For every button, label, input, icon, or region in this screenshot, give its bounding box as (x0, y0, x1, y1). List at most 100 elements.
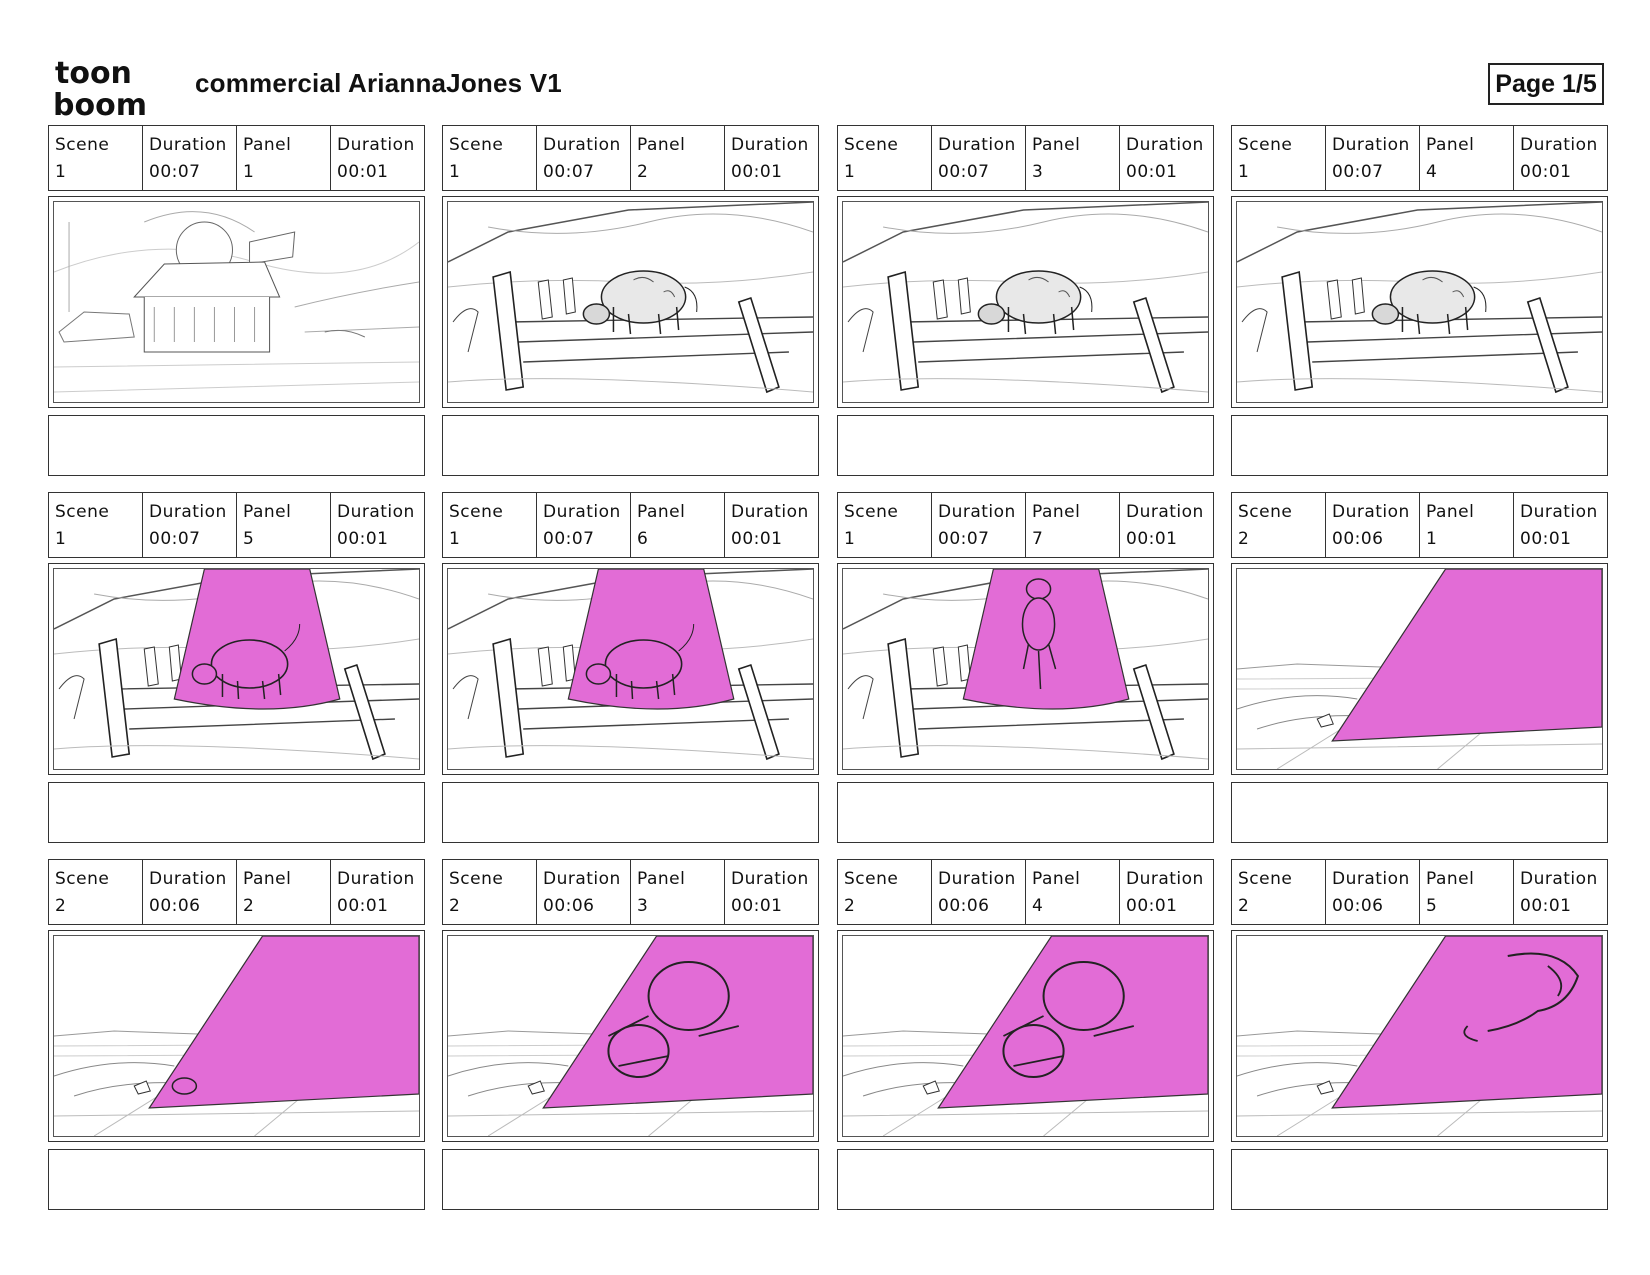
panel-notes-box[interactable] (1231, 415, 1608, 476)
panel-image-frame[interactable] (1231, 563, 1608, 775)
panel-duration-label: Duration (731, 869, 809, 889)
scene-duration-label: Duration (938, 869, 1016, 889)
storyboard-panel[interactable]: Scene 1 Duration 00:07 Panel 6 Duration … (442, 492, 819, 843)
panel-image-frame[interactable] (442, 563, 819, 775)
scene-duration-value: 00:06 (1332, 529, 1384, 549)
scene-duration-label: Duration (938, 135, 1016, 155)
scene-duration-value: 00:07 (543, 529, 595, 549)
scene-duration-cell: Duration 00:06 (143, 860, 237, 924)
logo-text-top: toon (55, 56, 132, 91)
storyboard-panel[interactable]: Scene 1 Duration 00:07 Panel 1 Duration … (48, 125, 425, 476)
panel-notes-box[interactable] (1231, 782, 1608, 843)
panel-duration-value: 00:01 (1126, 896, 1178, 916)
panel-duration-value: 00:01 (731, 896, 783, 916)
scene-label: Scene (449, 502, 504, 522)
panel-duration-value: 00:01 (1520, 896, 1572, 916)
panel-duration-label: Duration (1520, 502, 1598, 522)
panel-duration-cell: Duration 00:01 (1120, 493, 1213, 557)
scene-duration-cell: Duration 00:06 (1326, 860, 1420, 924)
panel-header: Scene 2 Duration 00:06 Panel 5 Duration … (1231, 859, 1608, 925)
panel-duration-label: Duration (337, 502, 415, 522)
storyboard-panel[interactable]: Scene 2 Duration 00:06 Panel 1 Duration … (1231, 492, 1608, 843)
panel-notes-box[interactable] (442, 782, 819, 843)
scene-cell: Scene 1 (838, 493, 932, 557)
scene-duration-label: Duration (1332, 135, 1410, 155)
panel-duration-cell: Duration 00:01 (1120, 860, 1213, 924)
scene-duration-value: 00:07 (149, 162, 201, 182)
panel-notes-box[interactable] (48, 782, 425, 843)
panel-notes-box[interactable] (442, 1149, 819, 1210)
panel-notes-box[interactable] (48, 415, 425, 476)
scene-duration-value: 00:06 (1332, 896, 1384, 916)
panel-cell: Panel 7 (1026, 493, 1120, 557)
storyboard-panel[interactable]: Scene 2 Duration 00:06 Panel 4 Duration … (837, 859, 1214, 1210)
scene-label: Scene (1238, 502, 1293, 522)
panel-header: Scene 2 Duration 00:06 Panel 3 Duration … (442, 859, 819, 925)
panel-duration-value: 00:01 (731, 162, 783, 182)
scene-number: 2 (449, 896, 461, 916)
storyboard-panel[interactable]: Scene 2 Duration 00:06 Panel 3 Duration … (442, 859, 819, 1210)
panel-duration-label: Duration (1126, 135, 1204, 155)
storyboard-panel[interactable]: Scene 1 Duration 00:07 Panel 7 Duration … (837, 492, 1214, 843)
panel-cell: Panel 1 (237, 126, 331, 190)
scene-number: 1 (55, 529, 67, 549)
panel-duration-label: Duration (337, 135, 415, 155)
scene-cell: Scene 1 (443, 493, 537, 557)
panel-image-frame[interactable] (48, 930, 425, 1142)
panel-label: Panel (1426, 135, 1475, 155)
panel-notes-box[interactable] (1231, 1149, 1608, 1210)
panel-image-frame[interactable] (1231, 930, 1608, 1142)
panel-sketch (447, 935, 814, 1137)
panel-cell: Panel 3 (631, 860, 725, 924)
panel-image-frame[interactable] (442, 930, 819, 1142)
scene-duration-value: 00:06 (938, 896, 990, 916)
panel-notes-box[interactable] (837, 415, 1214, 476)
panel-header: Scene 1 Duration 00:07 Panel 7 Duration … (837, 492, 1214, 558)
scene-duration-label: Duration (1332, 502, 1410, 522)
panel-notes-box[interactable] (837, 1149, 1214, 1210)
panel-image-frame[interactable] (837, 196, 1214, 408)
panel-number: 1 (1426, 529, 1438, 549)
panel-notes-box[interactable] (48, 1149, 425, 1210)
panel-sketch (842, 935, 1209, 1137)
storyboard-panel[interactable]: Scene 1 Duration 00:07 Panel 3 Duration … (837, 125, 1214, 476)
scene-duration-label: Duration (149, 869, 227, 889)
scene-number: 1 (55, 162, 67, 182)
panel-sketch (53, 935, 420, 1137)
storyboard-panel[interactable]: Scene 1 Duration 00:07 Panel 2 Duration … (442, 125, 819, 476)
scene-cell: Scene 2 (1232, 493, 1326, 557)
panel-cell: Panel 4 (1026, 860, 1120, 924)
storyboard-panel[interactable]: Scene 2 Duration 00:06 Panel 2 Duration … (48, 859, 425, 1210)
scene-number: 1 (844, 162, 856, 182)
panel-duration-cell: Duration 00:01 (725, 126, 818, 190)
storyboard-panel[interactable]: Scene 1 Duration 00:07 Panel 5 Duration … (48, 492, 425, 843)
scene-duration-label: Duration (149, 502, 227, 522)
scene-cell: Scene 2 (443, 860, 537, 924)
scene-duration-cell: Duration 00:07 (932, 493, 1026, 557)
panel-label: Panel (1426, 502, 1475, 522)
panel-cell: Panel 2 (631, 126, 725, 190)
scene-number: 1 (449, 162, 461, 182)
panel-image-frame[interactable] (48, 563, 425, 775)
panel-notes-box[interactable] (837, 782, 1214, 843)
panel-image-frame[interactable] (1231, 196, 1608, 408)
panel-image-frame[interactable] (837, 563, 1214, 775)
scene-number: 1 (449, 529, 461, 549)
panel-duration-cell: Duration 00:01 (1514, 860, 1607, 924)
panel-sketch (1236, 935, 1603, 1137)
panel-notes-box[interactable] (442, 415, 819, 476)
panel-duration-value: 00:01 (1126, 529, 1178, 549)
scene-cell: Scene 1 (838, 126, 932, 190)
panel-duration-value: 00:01 (1520, 162, 1572, 182)
storyboard-panel[interactable]: Scene 2 Duration 00:06 Panel 5 Duration … (1231, 859, 1608, 1210)
scene-duration-value: 00:07 (938, 162, 990, 182)
scene-duration-value: 00:07 (543, 162, 595, 182)
panel-image-frame[interactable] (837, 930, 1214, 1142)
storyboard-panel[interactable]: Scene 1 Duration 00:07 Panel 4 Duration … (1231, 125, 1608, 476)
panel-sketch (53, 568, 420, 770)
panel-duration-value: 00:01 (337, 896, 389, 916)
panel-duration-cell: Duration 00:01 (1514, 493, 1607, 557)
panel-image-frame[interactable] (48, 196, 425, 408)
panel-image-frame[interactable] (442, 196, 819, 408)
scene-cell: Scene 2 (838, 860, 932, 924)
